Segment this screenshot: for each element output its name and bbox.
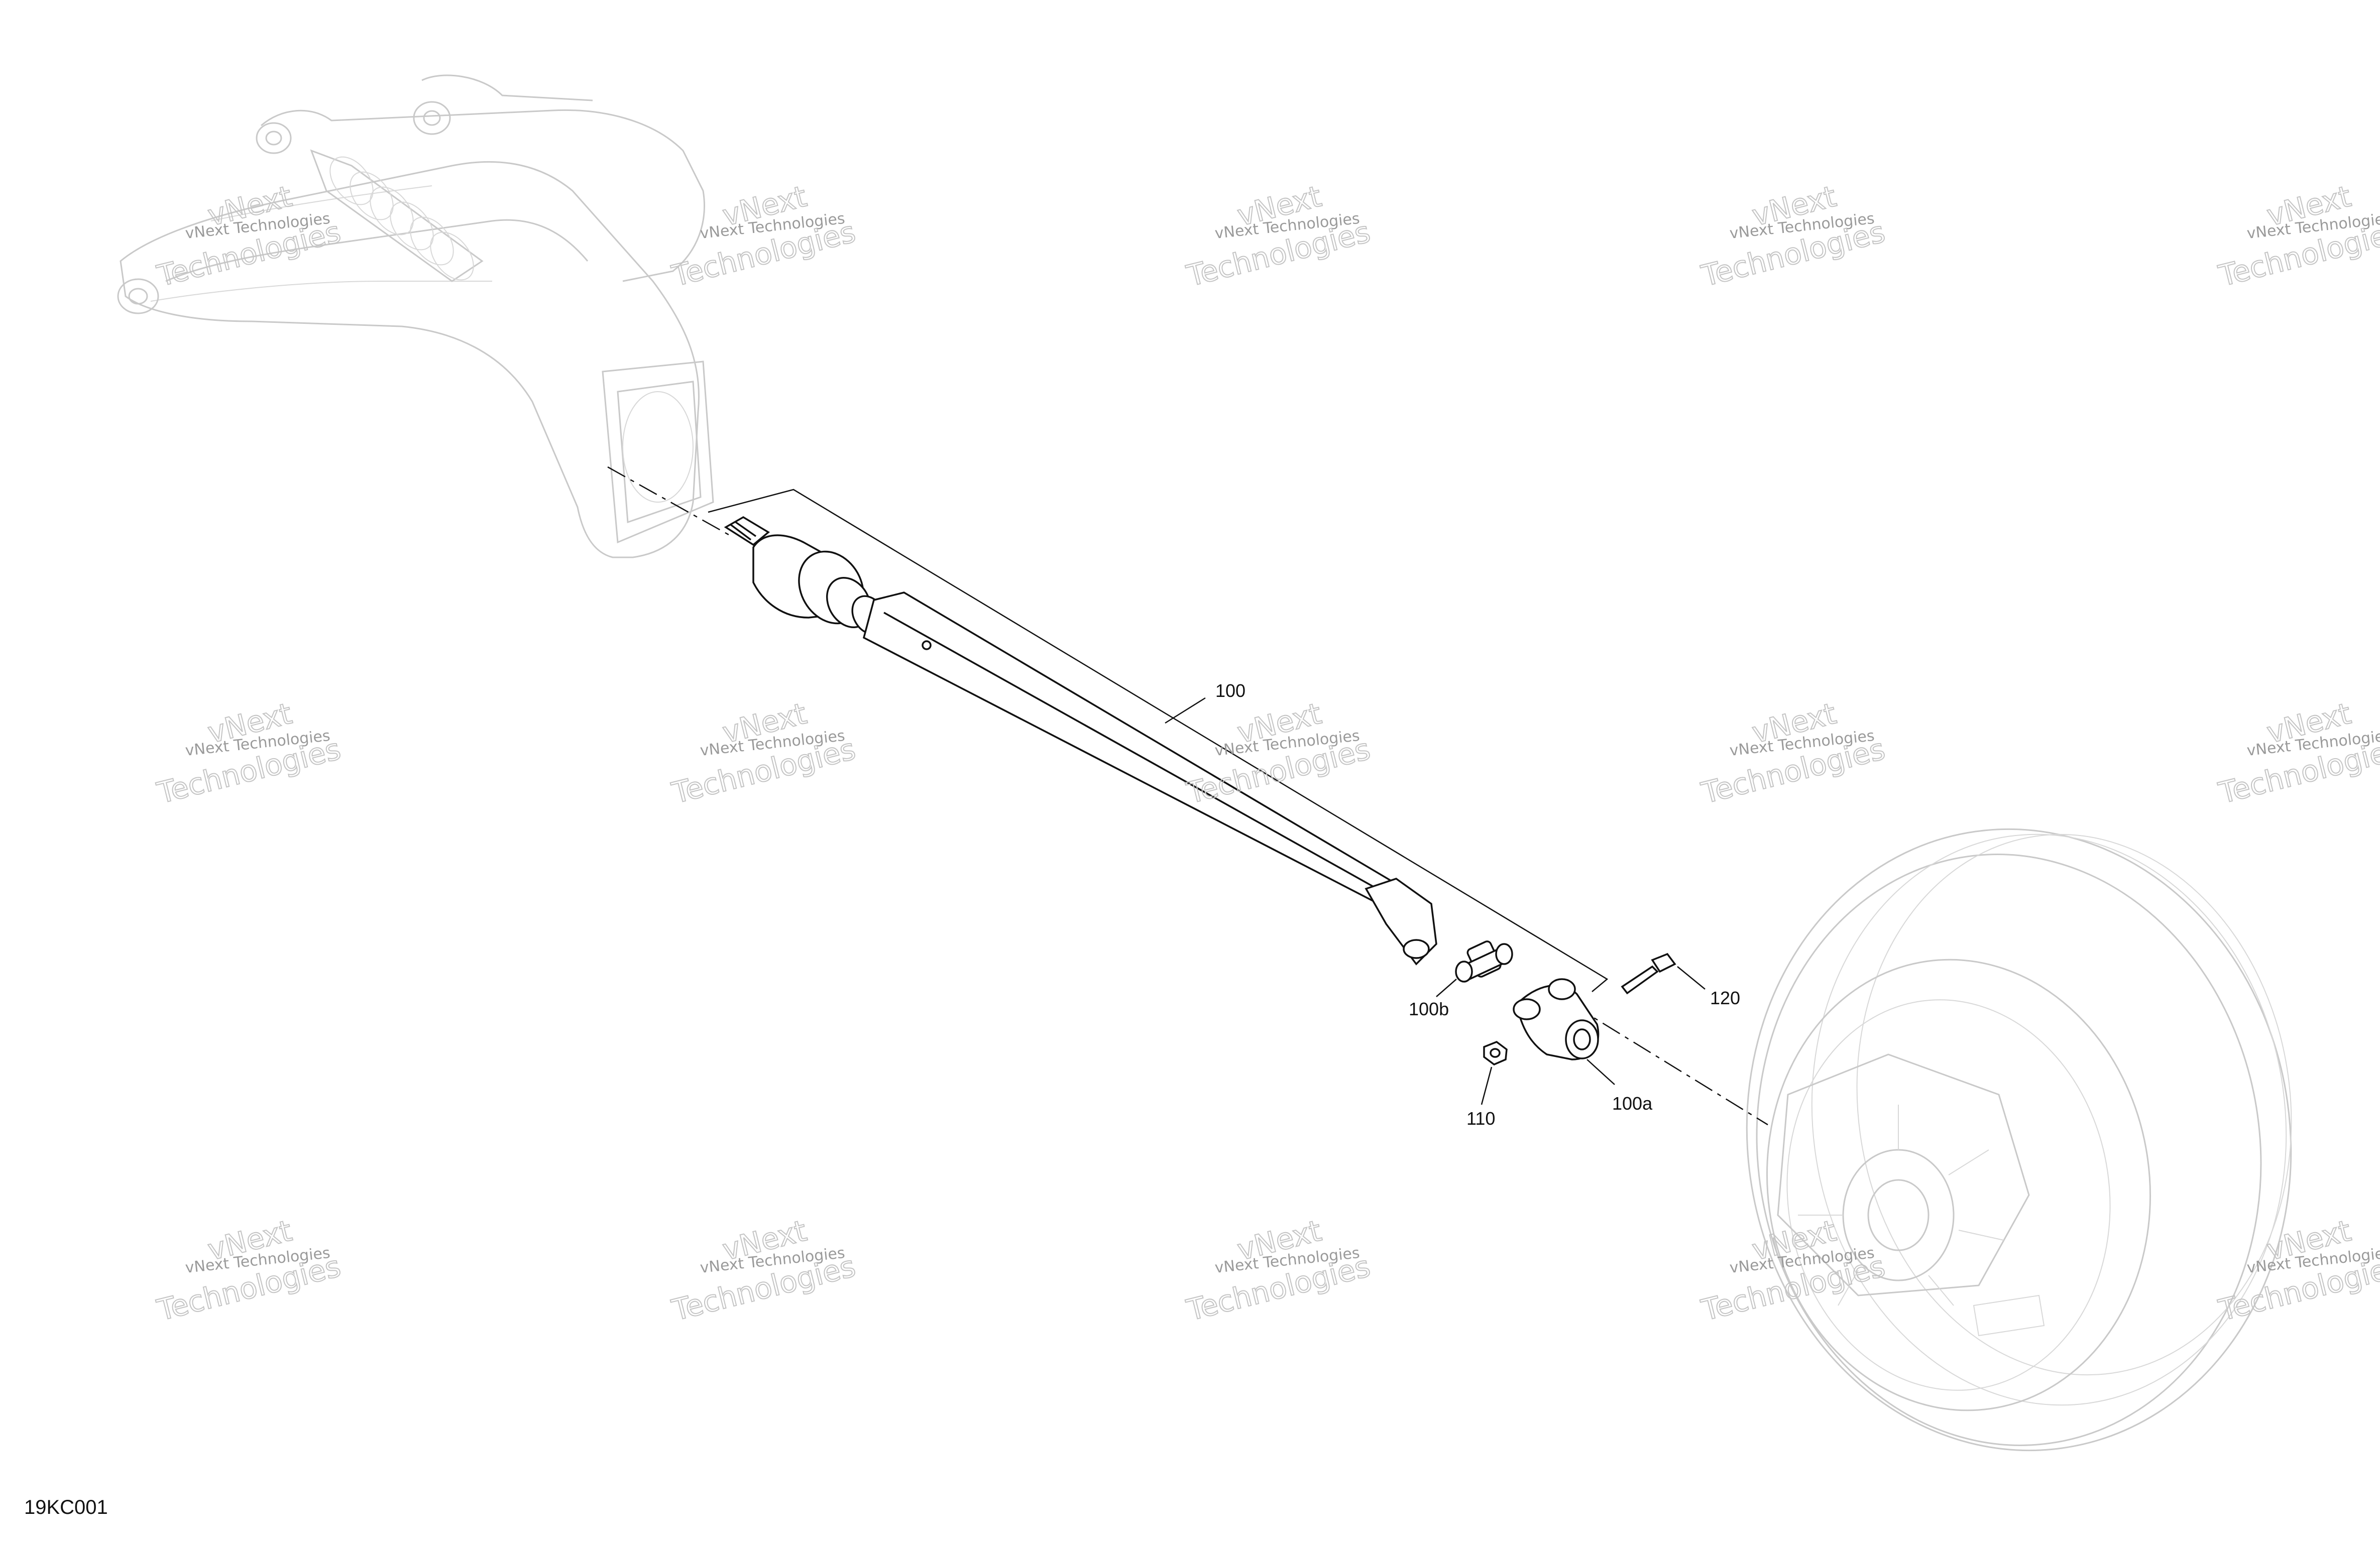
watermark: vNext Technologies vNext Technologies (1697, 696, 1889, 811)
figure-id: 19KC001 (24, 1496, 108, 1518)
leader-line-100a (1586, 1059, 1615, 1085)
leader-line-120 (1677, 966, 1706, 990)
axis-centerline (607, 466, 734, 538)
leader-line-100b (1436, 979, 1457, 997)
watermark: vNext Technologies vNext Technologies (1183, 179, 1374, 294)
bolt-icon (1621, 953, 1676, 995)
watermark: vNext Technologies vNext Technologies (153, 1213, 345, 1328)
watermark: vNext Technologies vNext Technologies (2215, 696, 2380, 811)
watermark: vNext Technologies vNext Technologies (668, 1213, 859, 1328)
watermark: vNext Technologies vNext Technologies (1697, 179, 1889, 294)
drive-shaft-icon (724, 516, 1437, 966)
nut-icon (1483, 1041, 1508, 1066)
leader-line-100 (1165, 697, 1206, 724)
watermark: vNext Technologies vNext Technologies (1183, 1213, 1374, 1328)
watermark: vNext Technologies vNext Technologies (2215, 1213, 2380, 1328)
watermark: vNext Technologies vNext Technologies (1697, 1213, 1889, 1328)
watermark: vNext Technologies vNext Technologies (668, 179, 859, 294)
part-label-100b[interactable]: 100b (1409, 999, 1449, 1019)
part-label-100a[interactable]: 100a (1612, 1093, 1653, 1114)
axis-centerline (1571, 1003, 1768, 1126)
part-label-100[interactable]: 100 (1215, 680, 1245, 701)
part-label-110[interactable]: 110 (1466, 1108, 1495, 1129)
swing-arm-icon (117, 74, 714, 558)
watermark: vNext Technologies vNext Technologies (153, 179, 345, 294)
leader-line-110 (1481, 1066, 1493, 1105)
assembly-bracket (708, 489, 1609, 992)
watermark: vNext Technologies vNext Technologies (153, 696, 345, 811)
part-label-120[interactable]: 120 (1710, 988, 1740, 1008)
watermark: vNext Technologies vNext Technologies (668, 696, 859, 811)
watermark: vNext Technologies vNext Technologies (2215, 179, 2380, 294)
universal-joint-icon (1455, 940, 1513, 983)
watermark: vNext Technologies vNext Technologies (1183, 696, 1374, 811)
wheel-icon (1746, 828, 2292, 1452)
yoke-icon (1513, 978, 1600, 1060)
